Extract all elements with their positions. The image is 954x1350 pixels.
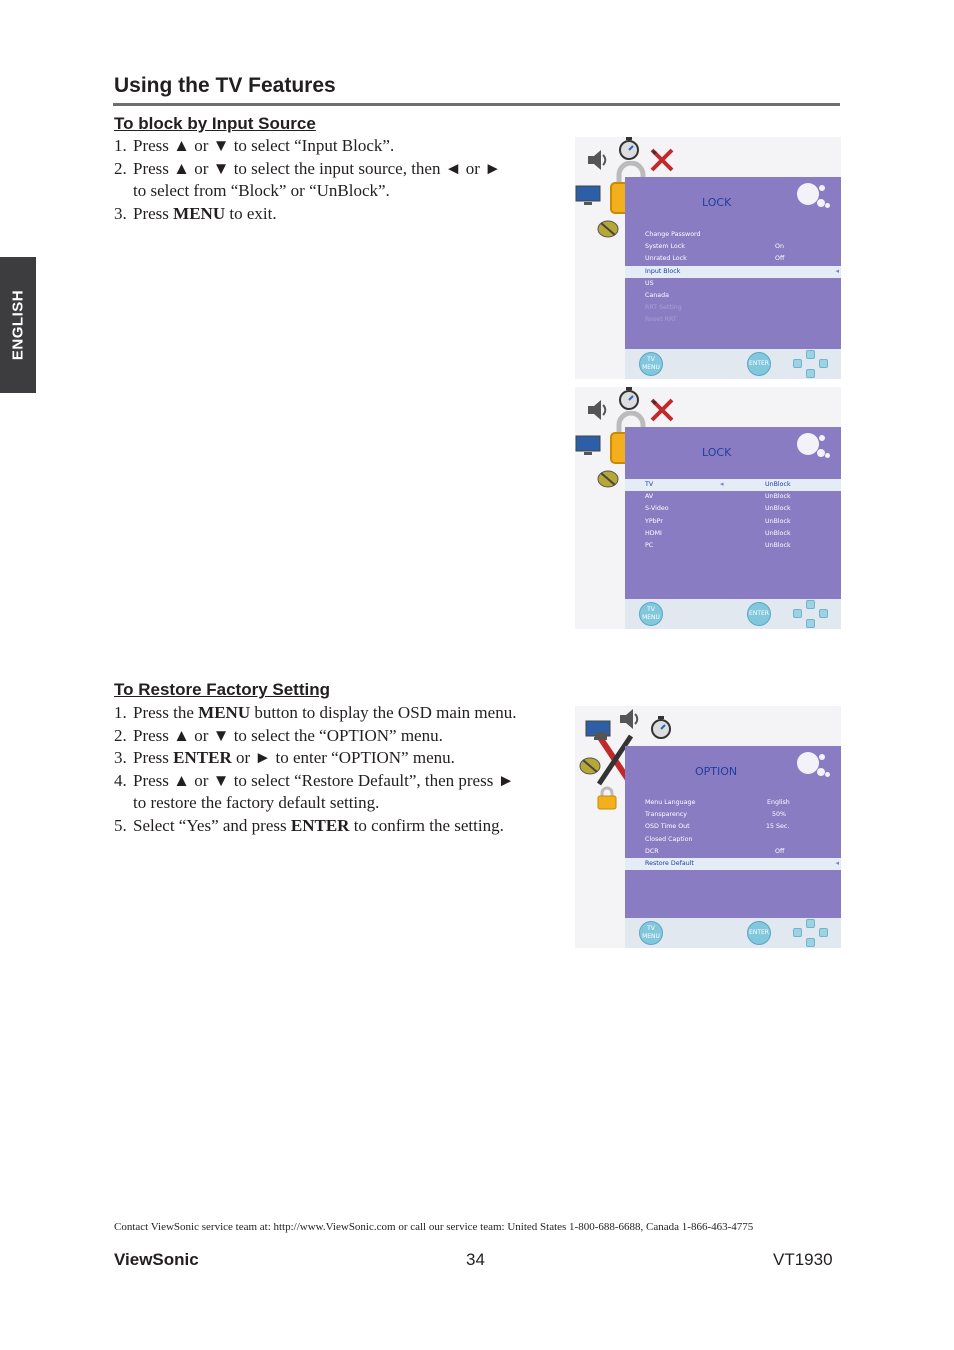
speaker-icon — [588, 150, 607, 170]
block-input-steps: 1. Press ▲ or ▼ to select “Input Block”.… — [114, 135, 501, 225]
step-item: 5.Select “Yes” and press ENTER to confir… — [114, 815, 504, 835]
timer-icon — [651, 716, 671, 739]
timer-icon — [619, 387, 639, 410]
footer-brand: ViewSonic — [114, 1250, 199, 1269]
page-number: 34 — [466, 1250, 485, 1269]
menu-row-input-block[interactable]: Input Block◂ — [625, 265, 841, 278]
restore-steps: 1.Press the MENU button to display the O… — [114, 702, 516, 837]
satellite-icon — [579, 757, 601, 775]
osd-button-bar: TV MENU ENTER — [625, 918, 841, 948]
enter-button-icon: ENTER — [747, 602, 771, 626]
osd-panel-title: OPTION — [695, 765, 738, 778]
left-arrow-icon: ◂ — [720, 480, 724, 488]
monitor-icon — [575, 435, 601, 455]
tools-icon — [650, 398, 674, 422]
speaker-icon — [588, 400, 607, 420]
step-item: 1. Press ▲ or ▼ to select “Input Block”. — [114, 136, 395, 155]
enter-button-icon: ENTER — [747, 921, 771, 945]
bubbles-decoration — [797, 431, 833, 463]
tools-icon — [650, 148, 674, 172]
language-tab-label: ENGLISH — [9, 289, 27, 361]
page-title: Using the TV Features — [114, 74, 336, 97]
menu-row-tv[interactable]: TV◂UnBlock — [625, 479, 841, 492]
timer-icon — [619, 137, 639, 160]
menu-row-change-password[interactable]: Change Password — [645, 231, 701, 238]
monitor-icon — [575, 185, 601, 205]
osd-button-bar: TV MENU ENTER — [625, 349, 841, 379]
menu-button-icon: TV MENU — [639, 352, 663, 376]
menu-row-us[interactable]: US — [645, 279, 654, 287]
speaker-icon — [620, 709, 639, 729]
satellite-icon — [597, 220, 619, 238]
satellite-icon — [597, 470, 619, 488]
menu-row-canada[interactable]: Canada — [645, 291, 669, 299]
step-item: 4.Press ▲ or ▼ to select “Restore Defaul… — [114, 770, 515, 813]
osd-panel-title: LOCK — [702, 446, 732, 459]
menu-button-icon: TV MENU — [639, 602, 663, 626]
language-side-tab: ENGLISH — [0, 257, 36, 393]
step-item: 1.Press the MENU button to display the O… — [114, 703, 517, 722]
section-heading-restore: To Restore Factory Setting — [114, 680, 330, 699]
dpad-icon — [791, 350, 831, 378]
menu-row-rrt-setting: RRT Setting — [645, 304, 682, 312]
menu-row-closed-caption[interactable]: Closed Caption — [645, 835, 693, 843]
step-item: 2.Press ▲ or ▼ to select the “OPTION” me… — [114, 725, 443, 745]
bubbles-decoration — [797, 750, 833, 782]
menu-row-restore-default[interactable]: Restore Default◂ — [625, 857, 841, 871]
dpad-icon — [791, 600, 831, 628]
right-arrow-icon: ◂ — [835, 266, 839, 275]
osd-button-bar: TV MENU ENTER — [625, 599, 841, 629]
step-item: 3.Press ENTER or ► to enter “OPTION” men… — [114, 748, 455, 767]
menu-row-reset-rrt: Reset RRT — [645, 316, 677, 324]
right-arrow-icon: ◂ — [835, 858, 839, 867]
title-divider — [113, 103, 840, 106]
dpad-icon — [791, 919, 831, 947]
step-item: 3. Press MENU to exit. — [114, 203, 277, 223]
menu-button-icon: TV MENU — [639, 921, 663, 945]
contact-line: Contact ViewSonic service team at: http:… — [114, 1221, 754, 1233]
section-heading-block-input: To block by Input Source — [114, 114, 316, 133]
osd-panel-title: LOCK — [702, 196, 732, 209]
lock-icon — [597, 786, 617, 810]
enter-button-icon: ENTER — [747, 352, 771, 376]
step-item: 2. Press ▲ or ▼ to select the input sour… — [114, 158, 502, 201]
footer-model: VT1930 — [773, 1250, 833, 1269]
bubbles-decoration — [797, 181, 833, 213]
